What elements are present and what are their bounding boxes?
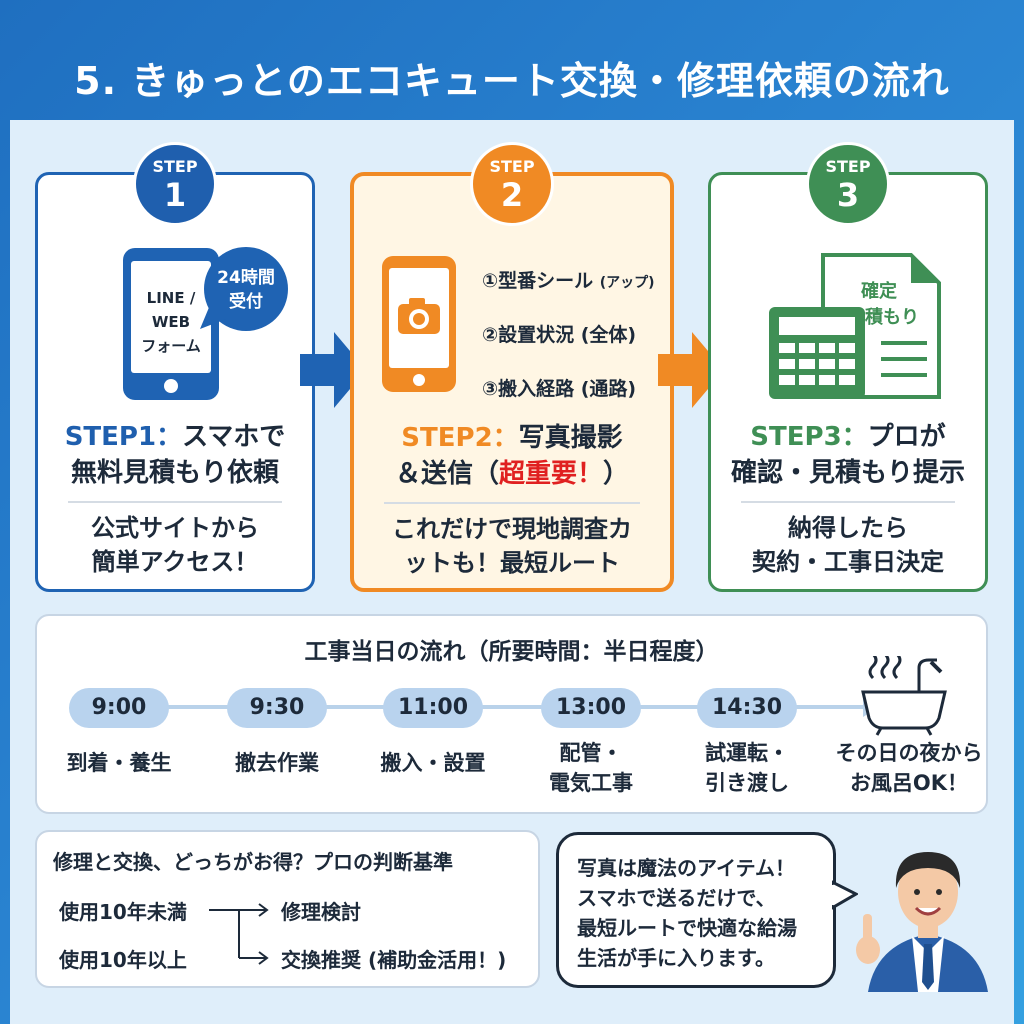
step1-title-rest: スマホで [182, 422, 286, 452]
divider [741, 501, 955, 503]
arrow-right-icon [300, 332, 366, 408]
step2-title-rest: 写真撮影 [518, 423, 623, 453]
arrow-right-icon [658, 332, 724, 408]
step2-badge: STEP 2 [470, 142, 554, 226]
phone-icon: 24時間 受付 LINE / WEB フォーム [123, 247, 288, 400]
estimate-document-icon: 確定 見積もり [769, 253, 941, 399]
step1-badge: STEP 1 [133, 142, 217, 226]
step2-card: ①型番シール (アップ) ②設置状況 (全体) ③搬入経路 (通路) STEP2… [350, 172, 674, 592]
speech-bubble: 写真は魔法のアイテム！ スマホで送るだけで、 最短ルートで快適な給湯 生活が手に… [556, 832, 836, 988]
timeline-end-text: お風呂OK！ [849, 771, 969, 795]
step3-title-line2: 確認・見積もり提示 [730, 458, 965, 488]
step2-title: STEP2：写真撮影 ＆送信（超重要！） [354, 420, 670, 492]
step3-title-prefix: STEP3： [750, 422, 868, 452]
timeline-label-text: 撤去作業 [235, 751, 319, 775]
timeline-title: 工事当日の流れ（所要時間：半日程度） [304, 639, 719, 665]
doc-text-1: 確定 [861, 280, 897, 302]
timeline-label: 試運転・ 引き渡し [677, 738, 817, 798]
step2-badge-number: 2 [500, 176, 524, 214]
step2-title-line2-prefix: ＆送信（ [394, 459, 499, 489]
bubble-text-2: 受付 [229, 291, 263, 312]
result-replace: 交換推奨 (補助金活用！) [281, 948, 507, 972]
step2-desc-line2: ットも！最短ルート [404, 549, 620, 577]
bubble-tail [832, 880, 858, 910]
timeline-end-text: その日の夜から [835, 741, 983, 765]
result-repair: 修理検討 [281, 900, 361, 924]
condition-over-10: 使用10年以上 [59, 948, 187, 972]
page-title: 5. きゅっとのエコキュート交換・修理依頼の流れ [74, 59, 950, 103]
step3-card: 確定 見積もり STEP3：プロが 確認・見積もり提示 納得したら 契約・工事日… [708, 172, 988, 592]
photo-item-2: ②設置状況 (全体) [482, 324, 637, 346]
timeline-label-text: 引き渡し [705, 771, 789, 795]
divider [68, 501, 282, 503]
judgement-title: 修理と交換、どっちがお得？プロの判断基準 [53, 850, 453, 874]
step2-title-emphasis: 超重要！ [498, 459, 603, 489]
time-pill: 14:30 [697, 688, 797, 728]
step2-title-prefix: STEP2： [401, 423, 519, 453]
photo-item-1: ①型番シール (アップ) [482, 266, 655, 293]
time-pill: 11:00 [383, 688, 483, 728]
time-pill: 13:00 [541, 688, 641, 728]
step1-desc-line1: 公式サイトから [91, 514, 259, 542]
phone-camera-icon [382, 256, 456, 392]
phone-text-1: LINE / [147, 289, 196, 307]
step3-title-rest: プロが [867, 422, 946, 452]
timeline-label: 到着・養生 [49, 748, 189, 778]
timeline-label-text: 配管・ [559, 741, 623, 765]
phone-text-2: WEB [152, 313, 190, 331]
speech-text: 写真は魔法のアイテム！ スマホで送るだけで、 最短ルートで快適な給湯 生活が手に… [577, 853, 797, 973]
repair-vs-replace-box: 修理と交換、どっちがお得？プロの判断基準 使用10年未満 使用10年以上 修理検… [35, 830, 540, 988]
divider [384, 502, 640, 504]
step1-badge-label: STEP [152, 157, 198, 176]
step2-desc-line1: これだけで現地調査カ [392, 515, 632, 543]
speech-line: 生活が手に入ります。 [577, 946, 775, 970]
step2-title-line2-suffix: ） [603, 459, 630, 489]
speech-bubble-icon [204, 247, 288, 331]
timeline-label-text: 到着・養生 [66, 751, 172, 775]
time-pill: 9:00 [69, 688, 169, 728]
step3-title: STEP3：プロが 確認・見積もり提示 [711, 419, 985, 491]
photo-item-1-main: ①型番シール [482, 270, 594, 292]
bubble-text-1: 24時間 [217, 267, 275, 288]
step3-desc-line2: 契約・工事日決定 [752, 548, 944, 576]
timeline-label: 搬入・設置 [363, 748, 503, 778]
step2-badge-label: STEP [489, 157, 535, 176]
work-day-timeline: 工事当日の流れ（所要時間：半日程度） 9:00 9:30 11:00 13:00… [35, 614, 988, 814]
step3-badge: STEP 3 [806, 142, 890, 226]
speech-line: 写真は魔法のアイテム！ [577, 856, 795, 880]
step3-desc-line1: 納得したら [788, 514, 908, 542]
speech-line: 最短ルートで快適な給湯 [577, 916, 797, 940]
photo-item-1-note: (アップ) [599, 275, 655, 291]
step1-desc-line2: 簡単アクセス！ [91, 548, 259, 576]
step2-desc: これだけで現地調査カ ットも！最短ルート [354, 512, 670, 580]
step3-badge-label: STEP [825, 157, 871, 176]
speech-line: スマホで送るだけで、 [577, 886, 776, 910]
timeline-label-text: 試運転・ [705, 741, 789, 765]
timeline-end-label: その日の夜から お風呂OK！ [829, 738, 989, 798]
step1-badge-number: 1 [163, 176, 187, 214]
step1-title-line2: 無料見積もり依頼 [70, 458, 279, 488]
step1-card: 24時間 受付 LINE / WEB フォーム STEP1：スマホで 無料見積も… [35, 172, 315, 592]
timeline-label-text: 搬入・設置 [380, 751, 486, 775]
time-pill: 9:30 [227, 688, 327, 728]
step1-title: STEP1：スマホで 無料見積もり依頼 [38, 419, 312, 491]
timeline-label: 配管・ 電気工事 [521, 738, 661, 798]
step1-title-prefix: STEP1： [64, 422, 183, 452]
condition-under-10: 使用10年未満 [59, 900, 187, 924]
step3-badge-number: 3 [836, 176, 860, 214]
phone-text-3: フォーム [141, 337, 201, 355]
bathtub-icon [861, 656, 947, 736]
timeline-label: 撤去作業 [207, 748, 347, 778]
branch-arrow-icon [209, 903, 269, 965]
advisor-avatar [856, 852, 988, 992]
photo-item-3: ③搬入経路 (通路) [482, 378, 637, 400]
step3-desc: 納得したら 契約・工事日決定 [711, 511, 985, 579]
step1-desc: 公式サイトから 簡単アクセス！ [38, 511, 312, 579]
timeline-label-text: 電気工事 [549, 771, 633, 795]
